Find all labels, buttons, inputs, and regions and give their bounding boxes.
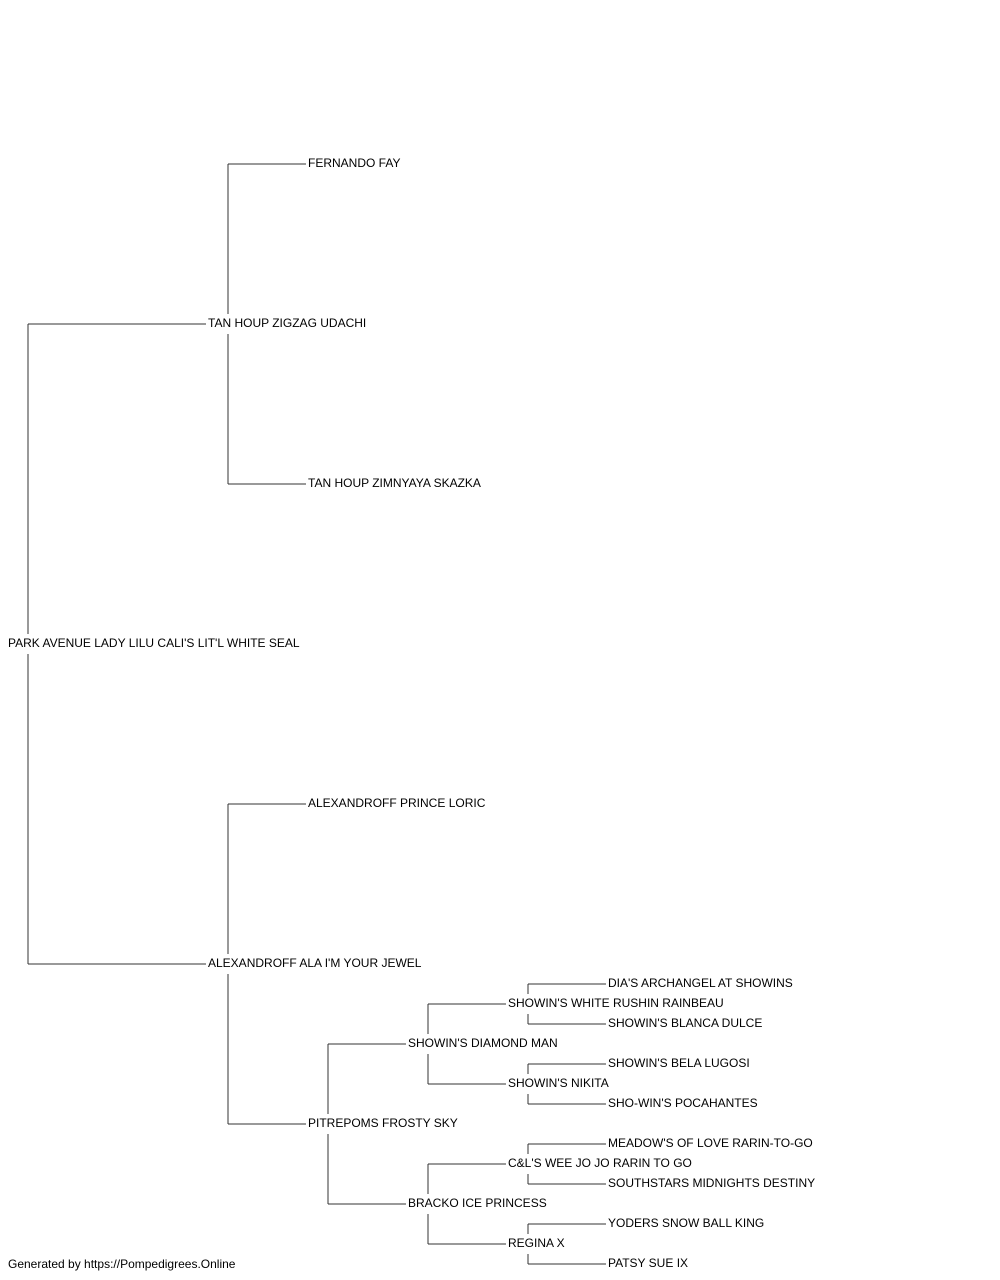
ancestor-name: PITREPOMS FROSTY SKY [308, 1116, 458, 1130]
ancestor-name: SHOWIN'S BELA LUGOSI [608, 1056, 750, 1070]
subject-dog-name: PARK AVENUE LADY LILU CALI'S LIT'L WHITE… [8, 636, 300, 650]
ancestor-name: BRACKO ICE PRINCESS [408, 1196, 547, 1210]
pedigree-connectors [27, 163, 606, 1265]
ancestor-name: SHOWIN'S NIKITA [508, 1076, 609, 1090]
ancestor-name: TAN HOUP ZIGZAG UDACHI [208, 316, 366, 330]
ancestor-name: SHOWIN'S DIAMOND MAN [408, 1036, 558, 1050]
pedigree-labels: PARK AVENUE LADY LILU CALI'S LIT'L WHITE… [8, 156, 815, 1270]
ancestor-name: YODERS SNOW BALL KING [608, 1216, 764, 1230]
ancestor-name: SHOWIN'S WHITE RUSHIN RAINBEAU [508, 996, 724, 1010]
ancestor-name: C&L'S WEE JO JO RARIN TO GO [508, 1156, 692, 1170]
ancestor-name: REGINA X [508, 1236, 565, 1250]
ancestor-name: TAN HOUP ZIMNYAYA SKAZKA [308, 476, 481, 490]
ancestor-name: MEADOW'S OF LOVE RARIN-TO-GO [608, 1136, 813, 1150]
ancestor-name: SOUTHSTARS MIDNIGHTS DESTINY [608, 1176, 815, 1190]
footer-credit: Generated by https://Pompedigrees.Online [8, 1257, 236, 1271]
ancestor-name: FERNANDO FAY [308, 156, 400, 170]
ancestor-name: SHO-WIN'S POCAHANTES [608, 1096, 758, 1110]
ancestor-name: DIA'S ARCHANGEL AT SHOWINS [608, 976, 793, 990]
ancestor-name: ALEXANDROFF PRINCE LORIC [308, 796, 486, 810]
ancestor-name: PATSY SUE IX [608, 1256, 688, 1270]
ancestor-name: ALEXANDROFF ALA I'M YOUR JEWEL [208, 956, 422, 970]
ancestor-name: SHOWIN'S BLANCA DULCE [608, 1016, 762, 1030]
